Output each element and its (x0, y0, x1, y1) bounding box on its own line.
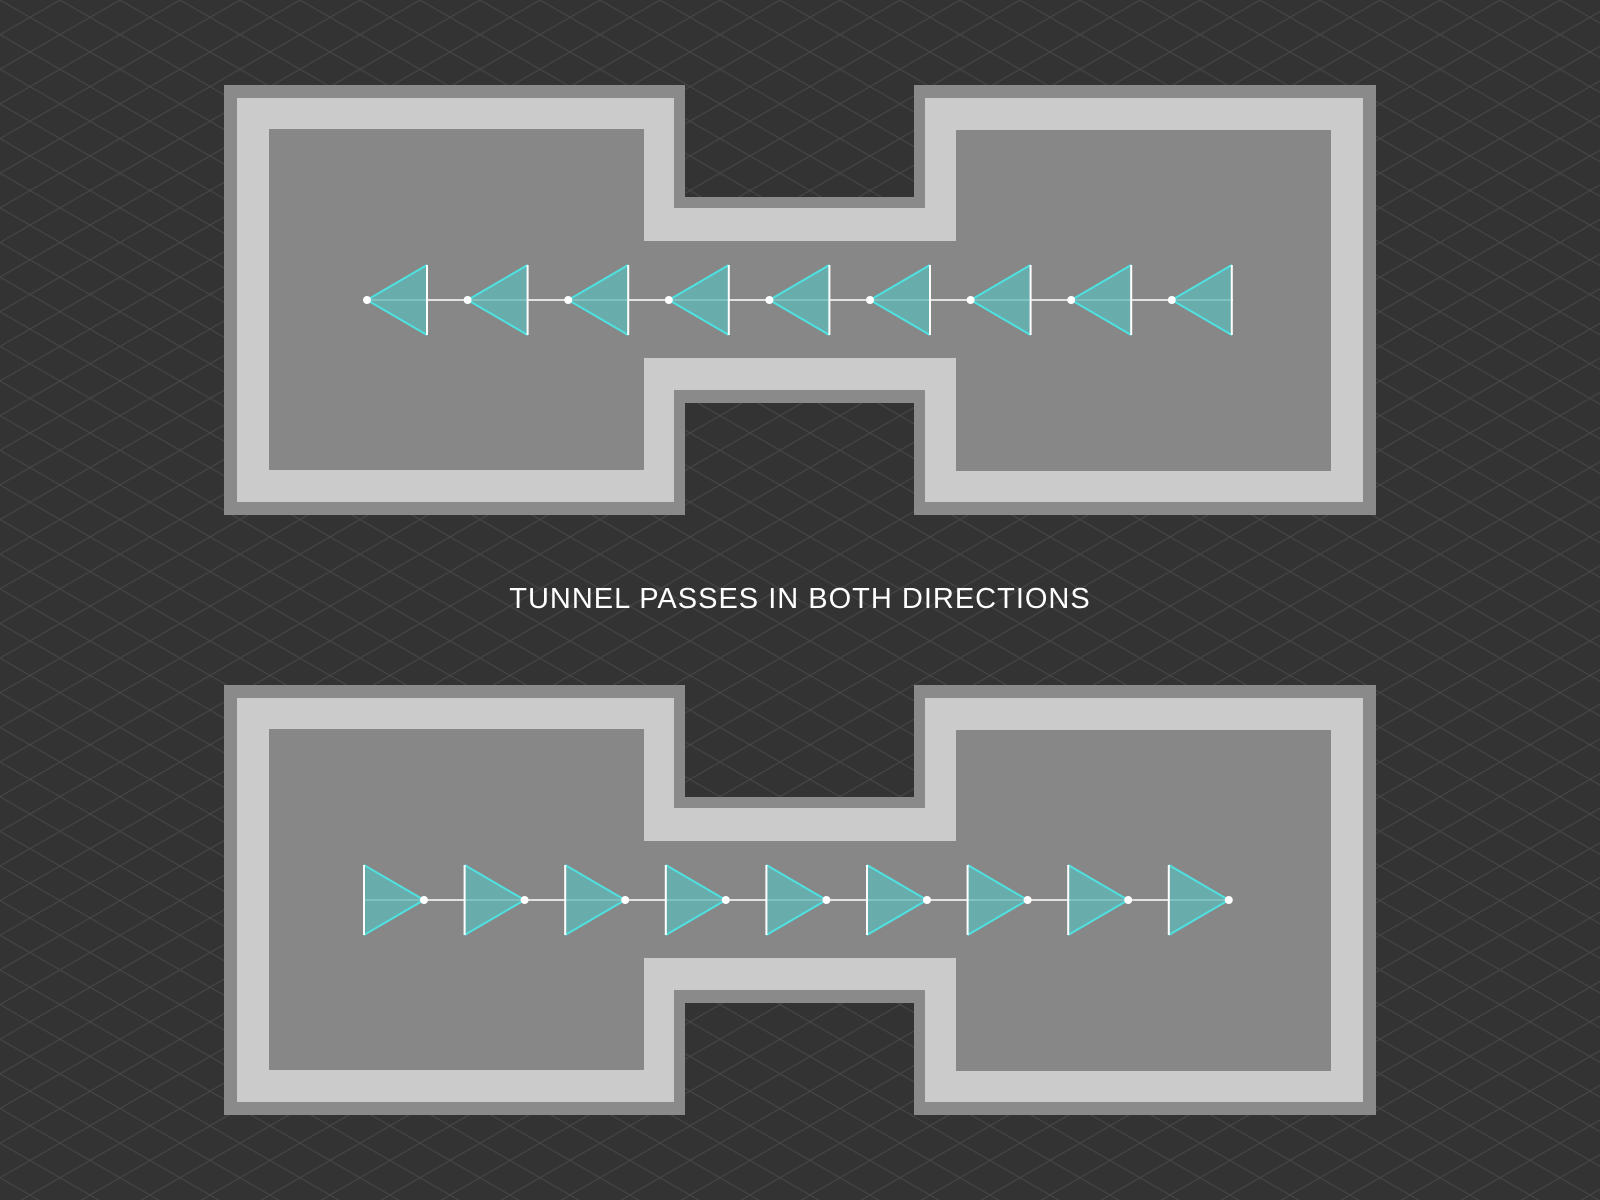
arrow-edge (1168, 864, 1230, 901)
arrow-body (364, 865, 424, 935)
arrow-left-icon (564, 264, 630, 336)
path-node (1124, 896, 1133, 904)
arrow-body (1171, 265, 1232, 335)
arrow-edge (765, 899, 827, 936)
arrow-body (1068, 865, 1129, 935)
arrow-edge (970, 299, 1032, 336)
arrow-right-icon (866, 864, 931, 936)
arrow-body (867, 865, 927, 935)
diagram-caption: TUNNEL PASSES IN BOTH DIRECTIONS (509, 583, 1090, 615)
arrow-right-icon (765, 864, 831, 936)
arrow-row (363, 264, 1233, 336)
path-node (363, 296, 371, 304)
arrow-left-icon (1067, 264, 1133, 336)
arrow-body (467, 265, 528, 335)
arrow-body (568, 265, 629, 335)
arrow-edge (464, 899, 526, 936)
path-node (420, 896, 428, 904)
arrow-edge (668, 264, 730, 301)
arrow-body (565, 865, 626, 935)
arrow-right-icon (463, 864, 529, 936)
arrow-body (1168, 865, 1229, 935)
arrow-edge (464, 864, 526, 901)
arrow-left-icon (664, 264, 730, 336)
path-node (966, 296, 975, 304)
path-node (520, 896, 529, 904)
arrow-edge (866, 899, 928, 936)
arrow-body (870, 265, 930, 335)
arrow-edge (970, 264, 1032, 301)
arrow-edge (467, 264, 529, 301)
arrow-edge (967, 864, 1029, 901)
arrow-right-icon (363, 864, 428, 936)
arrow-edge (1070, 299, 1132, 336)
arrow-edge (768, 264, 830, 301)
arrow-edge (768, 299, 830, 336)
arrow-edge (366, 299, 428, 336)
arrow-edge (567, 264, 629, 301)
arrow-body (1071, 265, 1132, 335)
arrow-edge (765, 864, 827, 901)
arrow-edge (665, 899, 727, 936)
arrow-edge (564, 864, 626, 901)
top-diagram (224, 85, 1376, 515)
arrow-edge (1070, 264, 1132, 301)
path-node (621, 896, 630, 904)
arrow-left-icon (1167, 264, 1233, 336)
arrow-edge (366, 264, 428, 301)
arrow-edge (467, 299, 529, 336)
path-node (923, 896, 931, 904)
arrow-edge (869, 264, 931, 301)
path-node (721, 896, 730, 904)
path-node (822, 896, 831, 904)
arrow-body (367, 265, 427, 335)
arrow-body (665, 865, 726, 935)
arrow-left-icon (363, 264, 428, 336)
bottom-diagram (224, 685, 1376, 1115)
arrow-right-icon (966, 864, 1032, 936)
arrow-body (967, 865, 1028, 935)
arrow-edge (363, 899, 425, 936)
arrow-right-icon (564, 864, 630, 936)
arrow-right-icon (1067, 864, 1133, 936)
path-node (463, 296, 472, 304)
path-node (1067, 296, 1076, 304)
arrow-left-icon (866, 264, 931, 336)
arrow-right-icon (1167, 864, 1233, 936)
arrow-edge (363, 864, 425, 901)
arrow-edge (668, 299, 730, 336)
arrow-body (769, 265, 830, 335)
arrow-body (970, 265, 1031, 335)
arrow-body (668, 265, 729, 335)
arrow-edge (1171, 299, 1233, 336)
arrow-edge (1171, 264, 1233, 301)
arrow-body (464, 865, 525, 935)
arrow-edge (567, 299, 629, 336)
arrow-left-icon (765, 264, 831, 336)
path-node (866, 296, 874, 304)
arrow-edge (1168, 899, 1230, 936)
path-node (765, 296, 774, 304)
arrow-left-icon (966, 264, 1032, 336)
arrow-edge (665, 864, 727, 901)
arrow-edge (866, 864, 928, 901)
arrow-edge (564, 899, 626, 936)
arrow-edge (967, 899, 1029, 936)
arrow-body (766, 865, 827, 935)
path-node (1224, 896, 1233, 904)
arrow-row (363, 864, 1233, 936)
path-node (664, 296, 673, 304)
arrow-right-icon (664, 864, 730, 936)
arrow-left-icon (463, 264, 529, 336)
arrow-edge (1067, 899, 1129, 936)
path-node (1167, 296, 1176, 304)
arrow-edge (869, 299, 931, 336)
arrow-edge (1067, 864, 1129, 901)
path-node (1023, 896, 1032, 904)
path-node (564, 296, 573, 304)
